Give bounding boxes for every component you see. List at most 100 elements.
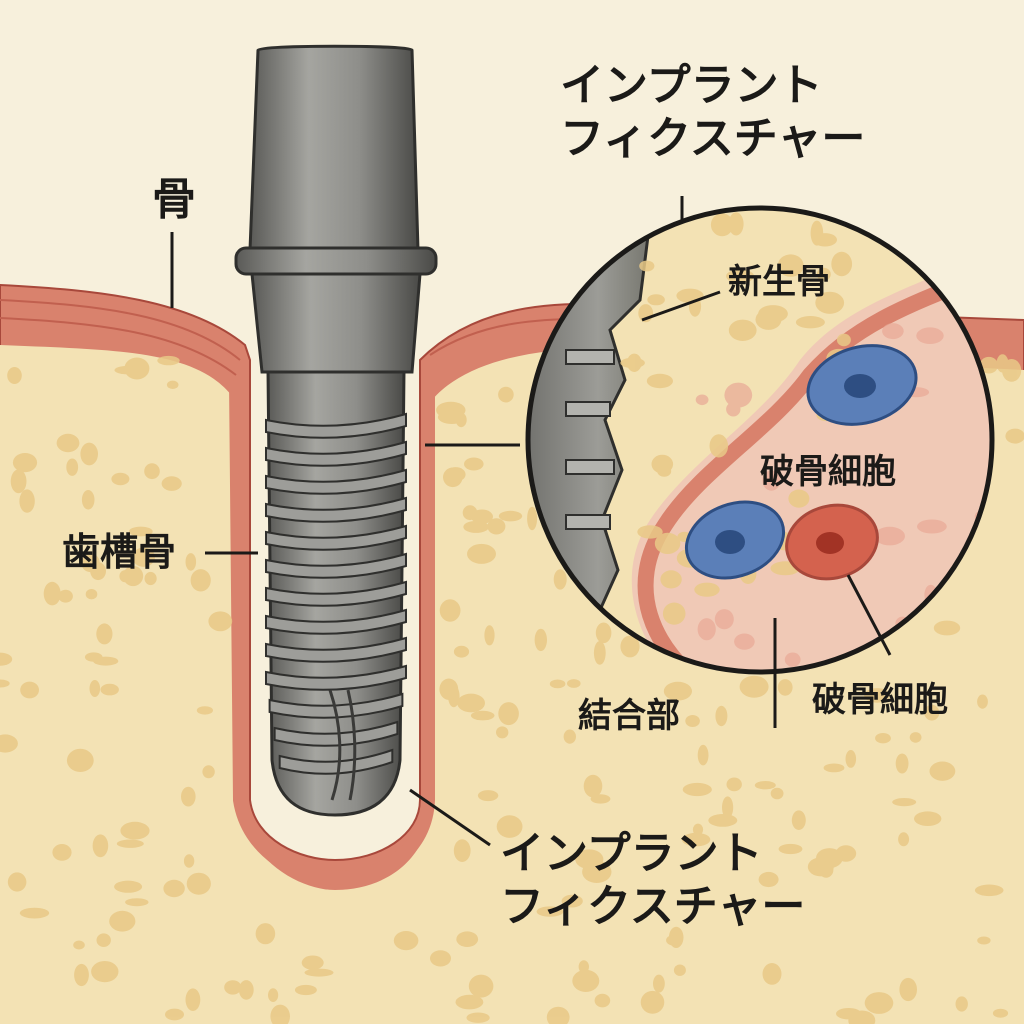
osteoclast-cell-icon bbox=[806, 344, 918, 426]
bone-pore bbox=[165, 1008, 184, 1021]
bone-pore bbox=[726, 777, 742, 792]
bone-pore bbox=[453, 645, 470, 658]
bone-pore bbox=[977, 694, 988, 709]
bone-pore bbox=[770, 787, 784, 800]
bone-pore bbox=[496, 726, 509, 739]
bone-pore bbox=[19, 489, 35, 513]
bone-pore bbox=[498, 510, 523, 522]
bone-pore bbox=[791, 810, 806, 830]
bone-pores bbox=[0, 354, 1024, 1024]
tissue-pore bbox=[724, 382, 753, 408]
bone-pore bbox=[836, 333, 851, 347]
bone-pore bbox=[637, 525, 663, 539]
bone-pore bbox=[196, 706, 213, 715]
bone-pore bbox=[120, 821, 150, 840]
implant-thread bbox=[265, 664, 407, 691]
bone-pore bbox=[914, 811, 942, 826]
bone-pore bbox=[464, 457, 484, 471]
bone-pore bbox=[708, 814, 738, 827]
label-implant-fixture-bottom-line1: インプラント bbox=[500, 828, 763, 879]
bone-pore bbox=[728, 319, 757, 341]
implant-abutment bbox=[234, 44, 438, 374]
bone-pore bbox=[185, 988, 201, 1011]
bone-pore bbox=[754, 781, 776, 790]
bone-pore bbox=[270, 1004, 290, 1024]
bone-pore bbox=[185, 553, 197, 571]
bone-pore bbox=[777, 679, 793, 696]
bone-pore bbox=[709, 434, 729, 458]
bone-pore bbox=[96, 933, 111, 947]
bone-pore bbox=[654, 532, 681, 555]
bone-pore bbox=[56, 433, 80, 453]
bone-pore bbox=[128, 526, 153, 537]
label-implant-fixture-top-line2: フィクスチャー bbox=[560, 112, 866, 164]
bone-pore bbox=[663, 681, 693, 701]
socket-lining bbox=[229, 379, 435, 886]
bone-pore bbox=[52, 844, 72, 861]
bone-pore bbox=[437, 410, 466, 425]
implant-thread bbox=[265, 496, 407, 523]
bone-pore bbox=[929, 761, 956, 781]
bone-pore bbox=[7, 367, 22, 384]
bone-pore bbox=[909, 732, 922, 743]
bone-pore bbox=[536, 906, 564, 917]
bone-pore bbox=[467, 543, 496, 564]
bone-pore bbox=[895, 753, 909, 774]
bone-pore bbox=[662, 602, 686, 625]
bone-pore bbox=[91, 961, 119, 983]
bone-pore bbox=[7, 872, 27, 892]
bone-pore bbox=[955, 996, 968, 1012]
bone-pore bbox=[111, 472, 130, 486]
bone-pore bbox=[974, 884, 1004, 897]
bone-pore bbox=[92, 834, 109, 858]
bone-pore bbox=[673, 964, 686, 976]
bone-pore bbox=[979, 356, 999, 374]
label-implant-fixture-top-line1: インプラント bbox=[560, 60, 823, 111]
tissue-pore bbox=[726, 402, 741, 417]
implant-thread bbox=[265, 412, 407, 439]
implant-thread bbox=[265, 440, 407, 467]
bone-pore bbox=[430, 950, 451, 967]
bone-pore bbox=[85, 589, 98, 600]
bone-pore bbox=[43, 581, 61, 606]
bone-pore bbox=[455, 994, 484, 1010]
tissue-pore bbox=[874, 526, 905, 546]
bone-pore bbox=[125, 898, 149, 907]
bone-pore bbox=[892, 798, 917, 807]
bone-pore bbox=[443, 467, 463, 488]
bone-pore bbox=[710, 213, 734, 237]
magnified-view-circle bbox=[525, 205, 995, 675]
bone-pore bbox=[816, 267, 831, 281]
bone-pore bbox=[864, 688, 891, 703]
bone-pore bbox=[114, 365, 141, 375]
tissue-pore bbox=[734, 633, 755, 650]
bone-pore bbox=[992, 1008, 1009, 1018]
bone-pore bbox=[109, 910, 136, 932]
bone-pore bbox=[496, 815, 523, 838]
bone-pore bbox=[453, 839, 471, 862]
label-osteoclast-lower: 破骨細胞 bbox=[812, 680, 948, 720]
bone-pore bbox=[66, 458, 79, 476]
implant-thread bbox=[265, 524, 407, 551]
bone-pore bbox=[593, 641, 606, 665]
bone-pore bbox=[977, 936, 991, 945]
bone-pore bbox=[594, 993, 611, 1008]
bone-pore bbox=[498, 386, 514, 403]
bone-pore bbox=[202, 765, 215, 779]
bone-pore bbox=[627, 353, 642, 372]
bone-pore bbox=[462, 505, 478, 521]
osteoclast-cell-icon bbox=[785, 503, 879, 581]
bone-pore bbox=[144, 571, 157, 586]
bone-pore bbox=[778, 843, 803, 855]
bone-pore bbox=[899, 977, 917, 1002]
bone-pore bbox=[694, 582, 720, 597]
bone-pore bbox=[181, 786, 196, 807]
label-implant-fixture-bottom-line2: フィクスチャー bbox=[500, 880, 806, 932]
bone-pore bbox=[933, 620, 961, 636]
bone-pore bbox=[183, 854, 195, 868]
bone-pore bbox=[681, 832, 711, 847]
bone-pore bbox=[80, 442, 98, 466]
bone-pore bbox=[715, 705, 728, 727]
